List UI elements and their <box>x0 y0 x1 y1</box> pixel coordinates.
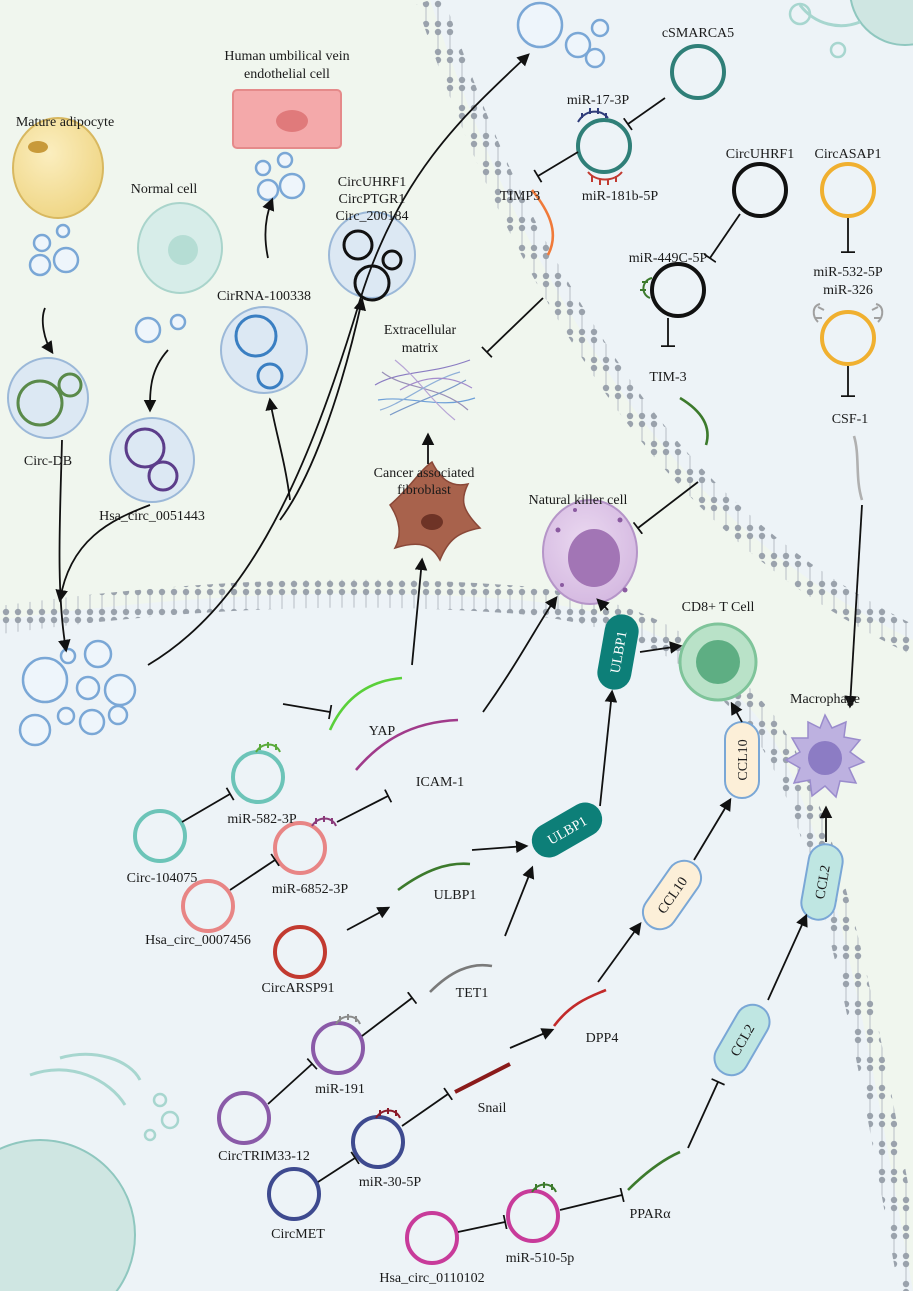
mir-17-181b-ring <box>576 118 632 174</box>
label-hsa-circ-0110102: Hsa_circ_0110102 <box>379 1271 484 1286</box>
label-hsa-circ-0051443: Hsa_circ_0051443 <box>99 509 205 524</box>
label-macrophage: Macrophage <box>790 692 860 707</box>
exosome-circ-group <box>328 211 416 302</box>
circtrim33-12-ring <box>217 1091 271 1145</box>
ulbp1-capsule-cytoplasm: ULBP1 <box>531 802 603 858</box>
circarsp91-ring <box>273 925 327 979</box>
label-tet1: TET1 <box>456 986 489 1001</box>
exosome-cirrna-100338 <box>220 306 308 394</box>
label-circ-200184: Circ_200184 <box>335 209 408 224</box>
label-mir-191: miR-191 <box>315 1082 365 1097</box>
natural-killer-cell <box>542 499 638 605</box>
label-mir-510-5p: miR-510-5p <box>506 1251 574 1266</box>
mir-6852-3p-ring <box>273 821 327 875</box>
label-circptgr1: CircPTGR1 <box>339 192 406 207</box>
ccl10-capsule-lower: CCL10 <box>641 859 703 931</box>
label-circmet: CircMET <box>271 1227 325 1242</box>
label-mir-449c-5p: miR-449C-5P <box>629 251 708 266</box>
mature-adipocyte <box>12 117 104 219</box>
label-timp3: TIMP3 <box>500 189 540 204</box>
exported-vesicles-top <box>516 1 610 69</box>
ulbp1-capsule-membrane: ULBP1 <box>597 614 639 690</box>
label-mir-30-5p: miR-30-5P <box>359 1175 421 1190</box>
label-nk-cell: Natural killer cell <box>529 493 628 508</box>
label-yap: YAP <box>369 724 396 739</box>
huvec-vesicles <box>254 151 306 202</box>
hsa-circ-0007456-ring <box>181 879 235 933</box>
cancer-associated-fibroblast <box>389 460 482 562</box>
svg-text:CCL10: CCL10 <box>736 739 751 780</box>
huvec-cell <box>232 89 342 149</box>
label-ecm-1: Extracellular <box>384 323 457 338</box>
mir-532-326-ring <box>820 310 876 366</box>
circmet-ring <box>267 1167 321 1221</box>
label-cd8-t-cell: CD8+ T Cell <box>682 600 755 615</box>
svg-text:ULBP1: ULBP1 <box>608 630 630 675</box>
bottom-left-organelle <box>143 1092 180 1142</box>
mir-191-ring <box>311 1021 365 1075</box>
ccl10-capsule-upper: CCL10 <box>724 721 760 799</box>
cd8-t-cell <box>678 622 758 702</box>
label-ulbp1-mrna: ULBP1 <box>434 888 477 903</box>
nucleus-top-right <box>798 0 913 46</box>
label-mir-582-3p: miR-582-3P <box>227 812 296 827</box>
label-huvec-2: endothelial cell <box>244 67 330 82</box>
label-circ-104075: Circ-104075 <box>127 871 198 886</box>
macrophage <box>784 713 866 799</box>
top-right-organelle <box>788 2 847 59</box>
normal-cell-vesicles <box>134 313 187 344</box>
label-mir-6852-3p: miR-6852-3P <box>272 882 348 897</box>
adipocyte-vesicles <box>28 223 80 277</box>
label-dpp4: DPP4 <box>586 1031 619 1046</box>
label-circuhrf1-right: CircUHRF1 <box>726 147 794 162</box>
label-mir-181b-5p: miR-181b-5P <box>582 189 658 204</box>
label-circ-db: Circ-DB <box>24 454 72 469</box>
mir-449c-ring <box>650 262 706 318</box>
label-ecm-2: matrix <box>402 341 439 356</box>
circuhrf1-ring-right <box>732 162 788 218</box>
label-mir-326: miR-326 <box>823 283 873 298</box>
circasap1-ring <box>820 162 876 218</box>
label-circtrim33-12: CircTRIM33-12 <box>218 1149 310 1164</box>
label-mir-532-5p: miR-532-5P <box>813 265 882 280</box>
label-normal-cell: Normal cell <box>131 182 198 197</box>
label-csmarca5: cSMARCA5 <box>662 26 734 41</box>
label-circuhrf1: CircUHRF1 <box>338 175 406 190</box>
nucleus-bottom-left <box>0 1053 142 1291</box>
normal-cell <box>137 202 223 294</box>
label-hsa-circ-0007456: Hsa_circ_0007456 <box>145 933 251 948</box>
exosome-circ-db <box>7 357 89 439</box>
diagram-labels: Mature adipocyte Human umbilical vein en… <box>16 26 883 1286</box>
label-ppar-alpha: PPARα <box>629 1207 671 1222</box>
label-mature-adipocyte: Mature adipocyte <box>16 115 114 130</box>
label-tim-3: TIM-3 <box>649 370 686 385</box>
exosome-hsa-circ-0051443 <box>109 417 195 503</box>
hsa-circ-0110102-ring <box>405 1211 459 1265</box>
upper-cell-membrane <box>416 0 913 653</box>
ccl2-capsule-upper: CCL2 <box>800 843 844 921</box>
mrna-strands <box>328 189 864 1191</box>
pathway-connectors <box>41 53 863 1233</box>
mir-582-3p-ring <box>231 750 285 804</box>
label-cirrna-100338: CirRNA-100338 <box>217 289 311 304</box>
cytoplasm-vesicles <box>18 639 137 747</box>
svg-text:CCL2: CCL2 <box>813 864 834 900</box>
mirna-hairpins <box>255 108 884 1193</box>
circ-104075-ring <box>133 809 187 863</box>
label-circasap1: CircASAP1 <box>815 147 882 162</box>
label-icam-1: ICAM-1 <box>416 775 464 790</box>
extracellular-matrix <box>374 359 476 421</box>
label-caf-1: Cancer associated <box>374 466 475 481</box>
label-snail: Snail <box>478 1101 507 1116</box>
label-caf-2: fibroblast <box>397 483 451 498</box>
label-mir-17-3p: miR-17-3P <box>567 93 629 108</box>
label-csf-1: CSF-1 <box>832 412 869 427</box>
label-circarsp91: CircARSP91 <box>261 981 334 996</box>
label-huvec-1: Human umbilical vein <box>224 49 349 64</box>
mir-30-5p-ring <box>351 1115 405 1169</box>
csmarca5-ring <box>670 44 726 100</box>
ccl2-capsule-lower: CCL2 <box>713 1003 771 1077</box>
